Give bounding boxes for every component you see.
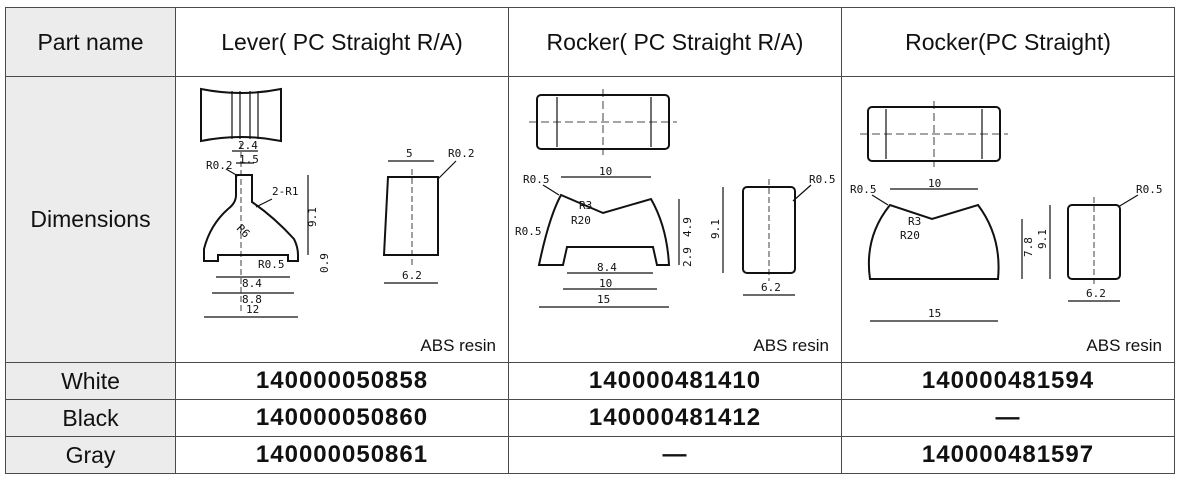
part-number-black-rocker-pc: — <box>841 399 1175 437</box>
row-black: Black 140000050860 140000481412 — <box>5 399 1175 437</box>
rocker-ra-2-9: 2.9 <box>681 247 694 267</box>
lever-8-4: 8.4 <box>242 277 262 290</box>
lever-9-1: 9.1 <box>306 207 319 227</box>
material-label-lever: ABS resin <box>420 336 496 355</box>
color-label-gray: Gray <box>5 436 176 474</box>
part-number-gray-rocker-ra: — <box>508 436 842 474</box>
rocker-pc-10: 10 <box>928 177 941 190</box>
color-label-white: White <box>5 362 176 400</box>
lever-r6: R6 <box>234 222 253 241</box>
rocker-pc-side-9-1: 9.1 <box>1036 229 1049 249</box>
material-label-rocker-pc: ABS resin <box>1086 336 1162 355</box>
rocker-ra-15: 15 <box>597 293 610 306</box>
part-number-black-lever: 140000050860 <box>175 399 509 437</box>
lever-dim-1-5: 1.5 <box>239 153 259 166</box>
lever-r02: R0.2 <box>206 159 233 172</box>
part-number-black-rocker-ra: 140000481412 <box>508 399 842 437</box>
part-number-white-rocker-pc: 140000481594 <box>841 362 1175 400</box>
rocker-ra-drawing: 10 R0.5 R3 R20 R0.5 R0.5 4.9 2.9 8.4 10 … <box>515 89 836 308</box>
rocker-pc-drawing-cell: 10 R0.5 R3 R20 R0.5 7.8 15 9.1 6.2 ABS r… <box>841 76 1175 363</box>
color-label-black: Black <box>5 399 176 437</box>
part-number-gray-rocker-pc: 140000481597 <box>841 436 1175 474</box>
rocker-ra-r05-c: R0.5 <box>809 173 836 186</box>
lever-side-6-2: 6.2 <box>402 269 422 282</box>
part-number-white-lever: 140000050858 <box>175 362 509 400</box>
rocker-pc-7-8: 7.8 <box>1022 237 1035 257</box>
column-header-lever: Lever( PC Straight R/A) <box>175 7 509 77</box>
material-label-rocker-ra: ABS resin <box>753 336 829 355</box>
column-header-rocker-pc: Rocker(PC Straight) <box>841 7 1175 77</box>
rocker-ra-10b: 10 <box>599 277 612 290</box>
rocker-ra-r05-b: R0.5 <box>515 225 542 238</box>
lever-0-9: 0.9 <box>318 253 331 273</box>
rocker-ra-8-4: 8.4 <box>597 261 617 274</box>
rocker-ra-side-9-1: 9.1 <box>709 219 722 239</box>
rocker-ra-4-9: 4.9 <box>681 217 694 237</box>
column-header-rocker-ra: Rocker( PC Straight R/A) <box>508 7 842 77</box>
rocker-pc-drawing: 10 R0.5 R3 R20 R0.5 7.8 15 9.1 6.2 <box>850 101 1163 322</box>
part-number-white-rocker-ra: 140000481410 <box>508 362 842 400</box>
rocker-pc-r05-a: R0.5 <box>850 183 877 196</box>
part-name-header: Part name <box>5 7 176 77</box>
lever-side-5: 5 <box>406 147 413 160</box>
dimensions-row: Dimensions 2.4 1.5 R0.2 2-R1 R6 <box>5 76 1175 363</box>
part-number-gray-lever: 140000050861 <box>175 436 509 474</box>
lever-8-8: 8.8 <box>242 293 262 306</box>
lever-side-r02: R0.2 <box>448 147 475 160</box>
lever-r05: R0.5 <box>258 258 285 271</box>
dimensions-label: Dimensions <box>5 76 176 363</box>
rocker-ra-10: 10 <box>599 165 612 178</box>
rocker-ra-side-6-2: 6.2 <box>761 281 781 294</box>
rocker-pc-side-6-2: 6.2 <box>1086 287 1106 300</box>
rocker-pc-r05-b: R0.5 <box>1136 183 1163 196</box>
lever-12: 12 <box>246 303 259 316</box>
row-gray: Gray 140000050861 — 140000481597 <box>5 436 1175 474</box>
rocker-pc-15: 15 <box>928 307 941 320</box>
lever-dim-2-4: 2.4 <box>238 139 258 152</box>
rocker-ra-r3: R3 <box>579 199 592 212</box>
rocker-pc-r20: R20 <box>900 229 920 242</box>
lever-2r1: 2-R1 <box>272 185 299 198</box>
rocker-ra-drawing-cell: 10 R0.5 R3 R20 R0.5 R0.5 4.9 2.9 8.4 10 … <box>508 76 842 363</box>
rocker-ra-r20: R20 <box>571 214 591 227</box>
rocker-pc-r3: R3 <box>908 215 921 228</box>
header-row: Part name Lever( PC Straight R/A) Rocker… <box>5 7 1175 77</box>
lever-drawing: 2.4 1.5 R0.2 2-R1 R6 R0.5 9.1 0.9 8.4 8.… <box>200 87 475 318</box>
rocker-ra-r05-a: R0.5 <box>523 173 550 186</box>
row-white: White 140000050858 140000481410 14000048… <box>5 362 1175 400</box>
parts-table: Part name Lever( PC Straight R/A) Rocker… <box>5 7 1175 474</box>
lever-drawing-cell: 2.4 1.5 R0.2 2-R1 R6 R0.5 9.1 0.9 8.4 8.… <box>175 76 509 363</box>
